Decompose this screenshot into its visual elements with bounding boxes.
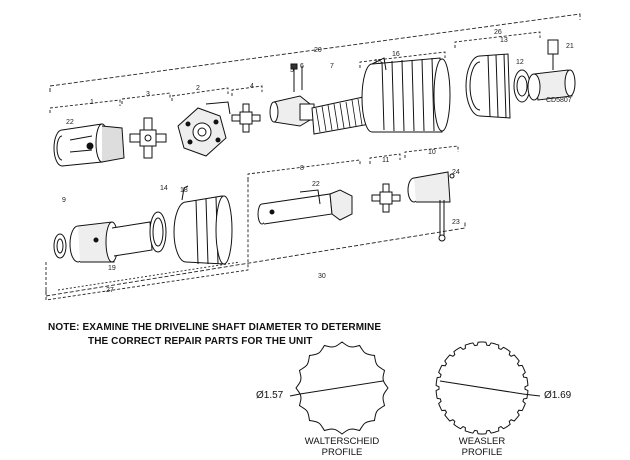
washer-part: [53, 233, 67, 259]
bearing-ring-part: [513, 69, 531, 103]
callout-20: 20: [314, 47, 322, 54]
bracket-26: [454, 31, 541, 48]
callout-22-lower: 22: [312, 181, 320, 188]
inner-tube-part: [69, 221, 153, 263]
small-cross-part: [231, 103, 261, 133]
callout-10: 10: [428, 149, 436, 156]
weasler-label-line2: PROFILE: [461, 447, 503, 458]
bracket-19: [57, 261, 241, 291]
callout-24: 24: [452, 169, 460, 176]
callout-14: 14: [160, 185, 168, 192]
callout-13: 13: [500, 37, 508, 44]
bracket-1: [49, 99, 121, 113]
bracket-16: [359, 51, 446, 68]
callout-6: 6: [300, 63, 304, 70]
callout-15: 15: [374, 59, 382, 66]
callout-3: 3: [146, 91, 150, 98]
bracket-2: [171, 87, 229, 101]
callout-21: 21: [566, 43, 574, 50]
walterscheid-profile-outline: [295, 341, 389, 435]
walterscheid-diameter-line: [299, 380, 384, 395]
walterscheid-profile-label: WALTERSCHEID PROFILE: [302, 436, 382, 458]
weasler-profile-label: WEASLER PROFILE: [442, 436, 522, 458]
diagram-code: CD5807: [546, 97, 572, 104]
weasler-diameter-line: [439, 380, 524, 395]
callout-9: 9: [62, 197, 66, 204]
bracket-3: [121, 92, 171, 104]
note-line-1: NOTE: EXAMINE THE DRIVELINE SHAFT DIAMET…: [48, 322, 382, 333]
cross-journal-part: [129, 117, 167, 159]
callout-27: 27: [106, 287, 114, 294]
callout-2: 2: [196, 85, 200, 92]
lower-cross-part: [371, 183, 401, 213]
bracket-10: [404, 145, 459, 158]
walterscheid-label-line2: PROFILE: [321, 447, 363, 458]
callout-8: 8: [300, 165, 304, 172]
inner-bell-part: [465, 53, 511, 119]
note-line-2: THE CORRECT REPAIR PARTS FOR THE UNIT: [88, 336, 313, 347]
outer-tube-part: [257, 189, 353, 225]
callout-7: 7: [330, 63, 334, 70]
shield-cone-part: [173, 185, 233, 265]
callout-19: 19: [108, 265, 116, 272]
splined-shaft-part: [311, 95, 371, 135]
callout-22-upper: 22: [66, 119, 74, 126]
weasler-label-line1: WEASLER: [458, 436, 506, 447]
bracket-27: [45, 178, 249, 301]
callout-12: 12: [516, 59, 524, 66]
end-yoke-part: [53, 123, 125, 167]
outer-bell-part: [361, 57, 451, 133]
walterscheid-dim-leader: [289, 393, 301, 397]
bracket-20: [49, 13, 581, 92]
walterscheid-label-line1: WALTERSCHEID: [304, 436, 380, 447]
callout-18: 18: [180, 187, 188, 194]
end-collar-part: [527, 39, 576, 101]
callout-26: 26: [494, 29, 502, 36]
retaining-ring-part: [149, 211, 167, 253]
inner-yoke-part: [269, 63, 315, 127]
callout-23: 23: [452, 219, 460, 226]
callout-16: 16: [392, 51, 400, 58]
bracket-8: [247, 159, 361, 180]
callout-1: 1: [90, 99, 94, 106]
flange-yoke-part: [177, 101, 231, 157]
callout-4: 4: [250, 83, 254, 90]
bracket-11: [369, 153, 401, 164]
bracket-4: [231, 85, 263, 96]
walterscheid-dimension: Ø1.57: [256, 390, 284, 401]
weasler-dim-leader: [522, 393, 541, 397]
weasler-dimension: Ø1.69: [544, 390, 572, 401]
callout-11: 11: [382, 157, 389, 164]
weasler-profile-outline: [435, 341, 529, 435]
callout-5: 5: [290, 67, 294, 74]
lower-yoke-part: [407, 171, 455, 242]
callout-30: 30: [318, 273, 326, 280]
